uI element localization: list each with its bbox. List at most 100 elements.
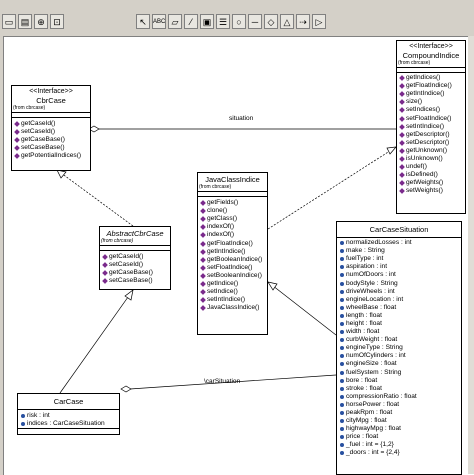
operations-section xyxy=(18,429,119,433)
diagram-canvas[interactable]: situation \carSituation <<Interface>> Cb… xyxy=(3,36,474,475)
class-cbrcase[interactable]: <<Interface>> CbrCase (from cbrcase) get… xyxy=(11,85,91,171)
method-icon xyxy=(200,297,206,304)
package-label: (from cbrcase) xyxy=(13,105,46,111)
operation-row: isDefined() xyxy=(397,171,465,179)
diagram-toolbar: ▭ ▤ ⊕ ⊡ ↖ ABC ▱ ⁄ ▣ ☰ ○ ─ ◇ △ ⇢ ▷ xyxy=(0,0,474,36)
class-carcasesituation[interactable]: CarCaseSituation normalizedLosses : int … xyxy=(336,221,462,475)
method-icon xyxy=(399,139,405,146)
method-icon xyxy=(200,216,206,223)
operation-row: getFloatIndice() xyxy=(397,82,465,90)
operation-row: undef() xyxy=(397,163,465,171)
method-icon xyxy=(200,200,206,206)
open-diagram-icon[interactable]: ▤ xyxy=(18,14,32,29)
class-compoundindice[interactable]: <<Interface>> CompoundIndice (from cbrca… xyxy=(396,40,466,214)
operation-row: getFloatIndice() xyxy=(198,239,267,247)
carsituation-association-line xyxy=(129,374,337,390)
realization-line-2 xyxy=(267,146,397,230)
method-icon xyxy=(200,281,206,287)
attribute-row: highwayMpg : float xyxy=(337,425,461,433)
class-abstractcbrcase[interactable]: AbstractCbrCase (from cbrcase) getCaseId… xyxy=(99,226,171,290)
class-name: CbrCase xyxy=(36,96,66,105)
method-icon xyxy=(14,153,20,160)
interface-icon[interactable]: ○ xyxy=(232,14,246,29)
association-icon[interactable]: ─ xyxy=(248,14,262,29)
field-icon xyxy=(340,402,344,407)
operation-row: getBooleanIndice() xyxy=(198,256,267,264)
method-icon xyxy=(200,256,206,263)
generalization-icon[interactable]: △ xyxy=(280,14,294,29)
attribute-row: fuelType : int xyxy=(337,255,461,263)
method-icon xyxy=(399,115,405,122)
realization-arrowhead xyxy=(56,169,67,179)
method-icon xyxy=(399,164,405,170)
method-icon xyxy=(14,137,20,144)
vertical-scrollbar[interactable] xyxy=(468,36,474,474)
package-icon[interactable]: ▣ xyxy=(200,14,214,29)
attribute-row: numOfCylinders : int xyxy=(337,352,461,360)
operation-row: setCaseId() xyxy=(12,128,90,136)
new-diagram-icon[interactable]: ▭ xyxy=(2,14,16,29)
method-icon xyxy=(102,278,108,285)
carsituation-label: \carSituation xyxy=(204,378,241,385)
field-icon xyxy=(340,249,344,254)
text-tool-button[interactable]: ABC xyxy=(152,14,166,29)
aggregation-icon[interactable]: ◇ xyxy=(264,14,278,29)
operation-row: setFloatIndice() xyxy=(198,264,267,272)
operation-row: JavaClassIndice() xyxy=(198,304,267,312)
field-icon xyxy=(340,257,344,262)
operation-row: setIntIndice() xyxy=(397,123,465,131)
situation-label: situation xyxy=(229,115,254,122)
method-icon xyxy=(399,180,405,187)
class-javaclassindice[interactable]: JavaClassIndice (from cbrcase) getFields… xyxy=(197,172,268,335)
attribute-row: fuelSystem : String xyxy=(337,369,461,377)
attribute-row: engineSize : float xyxy=(337,360,461,368)
field-icon xyxy=(340,241,344,246)
package-label: (from cbrcase) xyxy=(199,184,232,190)
method-icon xyxy=(14,129,20,135)
field-icon xyxy=(340,386,344,391)
operation-row: getDescriptor() xyxy=(397,131,465,139)
field-icon xyxy=(340,435,344,440)
package-label: (from cbrcase) xyxy=(101,238,134,244)
operation-row: getIndice() xyxy=(198,280,267,288)
operations-section: getCaseId() setCaseId() getCaseBase() se… xyxy=(12,118,90,160)
select-pointer-icon[interactable]: ↖ xyxy=(136,14,150,29)
operation-row: setDescriptor() xyxy=(397,139,465,147)
zoom-icon[interactable]: ⊕ xyxy=(34,14,48,29)
field-icon xyxy=(340,354,344,359)
attributes-section: normalizedLosses : int make : String fue… xyxy=(337,238,461,458)
operations-section: getIndices() getFloatIndice() getIntIndi… xyxy=(397,73,465,195)
field-icon xyxy=(340,394,344,399)
attribute-row: make : String xyxy=(337,247,461,255)
class-name: CarCase xyxy=(53,397,84,406)
generalization-line-2 xyxy=(267,281,337,336)
stereotype: <<Interface>> xyxy=(409,43,453,50)
method-icon xyxy=(102,254,108,260)
operation-row: getCaseBase() xyxy=(12,136,90,144)
anchor-icon[interactable]: ⁄ xyxy=(184,14,198,29)
dependency-icon[interactable]: ⇢ xyxy=(296,14,310,29)
fit-icon[interactable]: ⊡ xyxy=(50,14,64,29)
class-icon[interactable]: ☰ xyxy=(216,14,230,29)
operation-row: setIntIndice() xyxy=(198,296,267,304)
aggregation-diamond-2 xyxy=(120,385,132,393)
note-icon[interactable]: ▱ xyxy=(168,14,182,29)
method-icon xyxy=(200,273,206,279)
operation-row: getClass() xyxy=(198,215,267,223)
generalization-arrowhead-2 xyxy=(267,281,278,291)
field-icon xyxy=(340,321,344,326)
operation-row: setIndice() xyxy=(198,288,267,296)
method-icon xyxy=(102,262,108,268)
operation-row: getWeights() xyxy=(397,179,465,187)
uml-toolbox: ↖ ABC ▱ ⁄ ▣ ☰ ○ ─ ◇ △ ⇢ ▷ xyxy=(136,14,326,34)
realize-icon[interactable]: ▷ xyxy=(312,14,326,29)
class-carcase[interactable]: CarCase risk : int indices : CarCaseSitu… xyxy=(17,393,120,435)
realization-line xyxy=(56,169,134,227)
method-icon xyxy=(14,121,20,127)
attribute-row: curbWeight : float xyxy=(337,336,461,344)
method-icon xyxy=(200,305,206,312)
operations-section: getCaseId() setCaseId() getCaseBase() se… xyxy=(100,251,170,285)
field-icon xyxy=(21,414,25,419)
attribute-row: stroke : float xyxy=(337,385,461,393)
attributes-section: risk : int indices : CarCaseSituation xyxy=(18,410,119,430)
